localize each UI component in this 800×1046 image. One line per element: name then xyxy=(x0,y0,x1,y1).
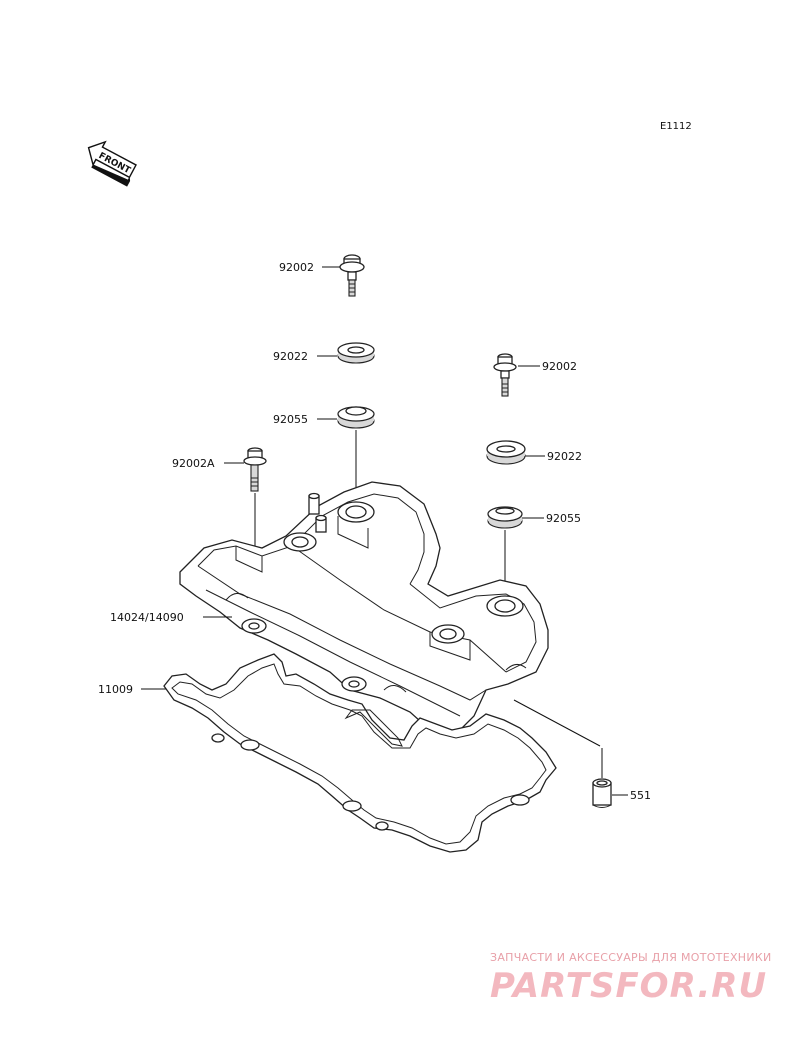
cover-gasket xyxy=(163,653,557,853)
dowel-pin xyxy=(592,778,612,808)
label-14024-14090: 14024/14090 xyxy=(110,611,184,624)
label-92055-right: 92055 xyxy=(546,512,581,525)
label-92002-right: 92002 xyxy=(542,360,577,373)
bolt-right xyxy=(493,353,517,397)
label-92022-right: 92022 xyxy=(547,450,582,463)
watermark-tagline: ЗАПЧАСТИ И АКСЕССУАРЫ ДЛЯ МОТОТЕХНИКИ xyxy=(490,951,772,964)
figure-number: E1112 xyxy=(660,121,692,132)
label-92055-top: 92055 xyxy=(273,413,308,426)
washer-top xyxy=(337,342,375,364)
washer-right xyxy=(486,440,526,465)
bolt-top xyxy=(339,254,365,297)
label-551: 551 xyxy=(630,789,651,802)
label-92002A: 92002A xyxy=(172,457,215,470)
label-11009: 11009 xyxy=(98,683,133,696)
watermark-logo: PARTSFOR.RU xyxy=(490,966,768,1006)
front-arrow-icon: FRONT xyxy=(87,140,137,187)
grommet-top xyxy=(337,406,375,429)
label-92022-top: 92022 xyxy=(273,350,308,363)
label-92002-top: 92002 xyxy=(279,261,314,274)
grommet-right xyxy=(487,506,523,529)
bolt-a xyxy=(243,447,267,492)
cylinder-head-cover xyxy=(179,481,549,731)
